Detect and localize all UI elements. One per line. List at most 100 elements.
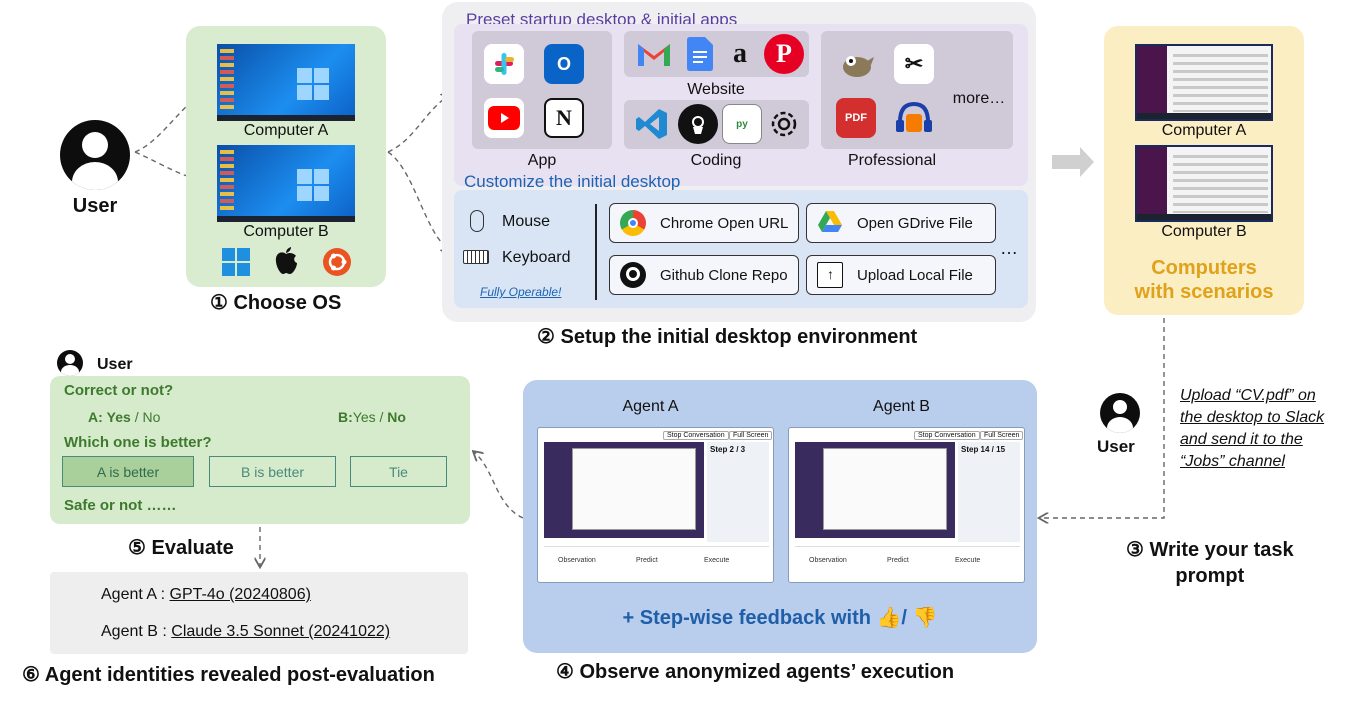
keyboard-icon <box>463 250 489 264</box>
capcut-icon[interactable]: ✂ <box>894 44 934 84</box>
step6-caption: ⑥ Agent identities revealed post-evaluat… <box>22 664 435 686</box>
agent-b-correctness[interactable]: B:Yes / No <box>338 409 406 425</box>
agent-a-step-counter: Step 2 / 3 <box>710 445 746 454</box>
agent-a-identity-label: Agent A : <box>101 586 170 603</box>
gmail-icon[interactable] <box>634 34 674 74</box>
full-screen-button[interactable]: Full Screen <box>980 431 1024 440</box>
execute-stage: Execute <box>955 557 981 564</box>
notebook-icon[interactable]: py <box>722 104 762 144</box>
computer-b-label: Computer B <box>243 223 329 240</box>
arrow-scenario-to-observe <box>1040 318 1165 518</box>
b-answer-yes[interactable]: Yes / <box>352 409 388 425</box>
open-gdrive-file-button[interactable]: Open GDrive File <box>806 203 996 243</box>
b-answer-label: B: <box>338 409 353 425</box>
step1-caption: ① Choose OS <box>210 292 342 314</box>
slack-icon[interactable] <box>484 44 524 84</box>
evaluate-panel <box>50 376 470 524</box>
agent-a-correctness[interactable]: A: Yes / No <box>88 409 160 425</box>
agent-a-title: Agent A <box>622 398 679 415</box>
more-apps-label: more… <box>952 90 1006 107</box>
github-clone-repo-button[interactable]: Github Clone Repo <box>609 255 799 295</box>
google-docs-icon[interactable] <box>680 34 720 74</box>
google-drive-icon <box>817 210 843 236</box>
a-answer-yes[interactable]: Yes <box>106 409 131 425</box>
customize-title: Customize the initial desktop <box>464 172 681 191</box>
chrome-icon <box>620 210 646 236</box>
amazon-icon[interactable]: a <box>733 38 747 69</box>
youtube-icon[interactable] <box>484 98 524 138</box>
arrow-os-to-preset <box>387 95 450 153</box>
upload-icon: ↑ <box>817 262 843 288</box>
website-group-label: Website <box>687 81 745 98</box>
stepwise-feedback-text: + Step-wise feedback with 👍/ 👎 <box>622 607 938 629</box>
safe-question: Safe or not …… <box>64 497 177 514</box>
windows-logo-icon <box>297 169 329 201</box>
agent-b-title: Agent B <box>873 398 930 415</box>
settings-gear-icon[interactable] <box>764 104 804 144</box>
agent-b-screenshot: Stop Conversation Full Screen Step 14 / … <box>788 427 1025 583</box>
github-icon <box>620 262 646 288</box>
user-avatar-icon <box>60 120 130 190</box>
customize-divider <box>595 204 597 300</box>
step4-caption: ④ Observe anonymized agents’ execution <box>556 661 955 683</box>
windows-icon <box>222 248 250 276</box>
chrome-open-url-button[interactable]: Chrome Open URL <box>609 203 799 243</box>
pinterest-icon[interactable]: P <box>764 34 804 74</box>
tie-button[interactable]: Tie <box>350 456 447 487</box>
open-gdrive-file-label: Open GDrive File <box>857 214 973 232</box>
a-answer-label: A: <box>88 409 103 425</box>
step3-caption: ③ Write your task prompt <box>1126 539 1294 587</box>
ubuntu-icon <box>323 248 351 276</box>
agent-b-identity-label: Agent B : <box>101 623 172 640</box>
step2-caption: ② Setup the initial desktop environment <box>537 326 918 348</box>
execute-stage: Execute <box>704 557 730 564</box>
b-answer-no[interactable]: No <box>387 409 406 425</box>
correct-question: Correct or not? <box>64 382 174 399</box>
observation-stage: Observation <box>558 557 596 564</box>
identity-reveal-panel <box>50 572 468 654</box>
app-group-label: App <box>527 152 557 169</box>
agent-a-screenshot: Stop Conversation Full Screen Step 2 / 3… <box>537 427 774 583</box>
gimp-icon[interactable] <box>836 44 876 84</box>
stop-conversation-button[interactable]: Stop Conversation <box>914 431 980 440</box>
step5-caption: ⑤ Evaluate <box>128 537 234 559</box>
chrome-open-url-label: Chrome Open URL <box>660 214 789 232</box>
computer-a-screen <box>217 44 355 121</box>
stop-conversation-button[interactable]: Stop Conversation <box>663 431 729 440</box>
mouse-label: Mouse <box>502 213 551 230</box>
scenario-computer-b-label: Computer B <box>1161 223 1247 240</box>
prompt-user-avatar-icon <box>1100 393 1140 433</box>
prompt-user-label: User <box>1097 437 1135 456</box>
professional-group-label: Professional <box>847 152 937 169</box>
mouse-icon <box>470 210 484 232</box>
a-answer-no[interactable]: / No <box>130 409 161 425</box>
arrow-observe-to-evaluate <box>474 452 524 519</box>
scenario-title: Computers with scenarios <box>1134 257 1274 303</box>
full-screen-button[interactable]: Full Screen <box>729 431 773 440</box>
pdf-editor-icon[interactable]: PDF <box>836 98 876 138</box>
agent-b-identity: Agent B : Claude 3.5 Sonnet (20241022) <box>101 623 390 641</box>
computer-a-label: Computer A <box>243 122 329 139</box>
computer-b-screen <box>217 145 355 222</box>
task-prompt-text: Upload “CV.pdf” on the desktop to Slack … <box>1180 387 1325 470</box>
agent-b-model-name: Claude 3.5 Sonnet (20241022) <box>171 623 391 640</box>
github-icon[interactable] <box>678 104 718 144</box>
vscode-icon[interactable] <box>632 104 672 144</box>
coding-group-label: Coding <box>690 152 742 169</box>
scenario-computer-a-screen <box>1135 44 1273 121</box>
upload-local-file-button[interactable]: ↑ Upload Local File <box>806 255 996 295</box>
eval-user-label: User <box>97 356 133 373</box>
user-label: User <box>72 195 118 217</box>
a-is-better-button[interactable]: A is better <box>62 456 194 487</box>
notion-icon[interactable]: N <box>544 98 584 138</box>
b-is-better-button[interactable]: B is better <box>209 456 336 487</box>
upload-local-file-label: Upload Local File <box>857 266 973 284</box>
audacity-icon[interactable] <box>894 98 934 138</box>
apple-icon <box>275 247 297 274</box>
predict-stage: Predict <box>887 557 909 564</box>
predict-stage: Predict <box>636 557 658 564</box>
agent-a-identity: Agent A : GPT-4o (20240806) <box>101 586 311 604</box>
eval-user-avatar-icon <box>57 350 83 376</box>
outlook-icon[interactable]: O <box>544 44 584 84</box>
arrow-os-to-customize <box>387 151 450 250</box>
